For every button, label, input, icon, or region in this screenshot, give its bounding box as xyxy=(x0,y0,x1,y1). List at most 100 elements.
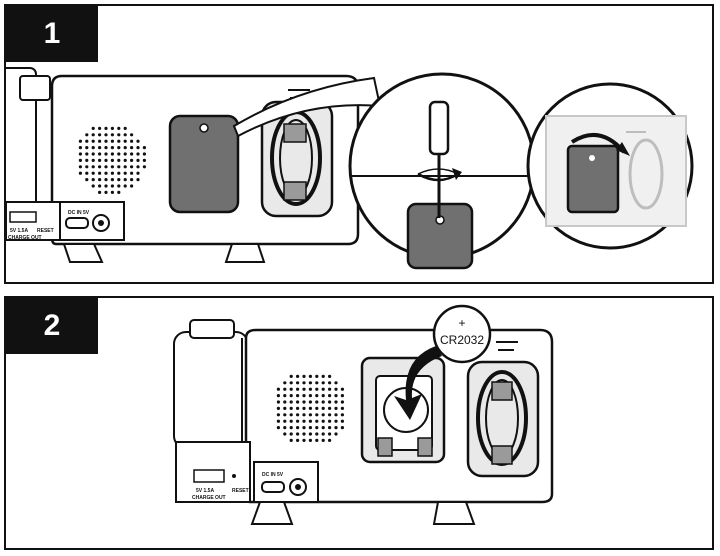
grille-hole xyxy=(296,419,300,423)
grille-hole xyxy=(123,139,127,143)
grille-hole xyxy=(91,178,95,182)
grille-hole xyxy=(315,413,319,417)
grille-hole xyxy=(117,178,121,182)
grille-hole xyxy=(98,139,102,143)
grille-hole xyxy=(315,438,319,442)
grille-hole xyxy=(117,171,121,175)
grille-hole xyxy=(110,146,114,150)
grille-hole xyxy=(302,387,306,391)
grille-hole xyxy=(289,374,293,378)
battery-type-label: CR2032 xyxy=(440,333,484,347)
port-area xyxy=(193,461,319,503)
grille-hole xyxy=(308,413,312,417)
grille-hole xyxy=(334,432,338,436)
grille-hole xyxy=(104,184,108,188)
grille-hole xyxy=(321,413,325,417)
zoom-cover-removed xyxy=(526,82,694,250)
grille-hole xyxy=(78,171,82,175)
grille-hole xyxy=(91,126,95,130)
grille-hole xyxy=(283,426,287,430)
grille-hole xyxy=(85,158,89,162)
grille-hole xyxy=(328,374,332,378)
grille-hole xyxy=(321,432,325,436)
grille-hole xyxy=(334,394,338,398)
step-2-illustration: + CR2032 DC IN 5V 5V 1.5A CHARGE OUT xyxy=(173,304,554,525)
grille-hole xyxy=(123,126,127,130)
grille-hole xyxy=(98,158,102,162)
grille-hole xyxy=(85,133,89,137)
grille-hole xyxy=(142,146,146,150)
grille-hole xyxy=(276,394,280,398)
grille-hole xyxy=(315,387,319,391)
grille-hole xyxy=(302,438,306,442)
grille-hole xyxy=(296,374,300,378)
coin-battery: + CR2032 xyxy=(432,304,492,364)
grille-hole xyxy=(334,413,338,417)
grille-hole xyxy=(321,419,325,423)
grille-hole xyxy=(130,152,134,156)
grille-hole xyxy=(142,152,146,156)
grille-hole xyxy=(98,190,102,194)
grille-hole xyxy=(110,126,114,130)
grille-hole xyxy=(340,400,344,404)
grille-hole xyxy=(289,419,293,423)
cover-screw xyxy=(199,123,209,133)
grille-hole xyxy=(117,139,121,143)
grille-hole xyxy=(91,184,95,188)
grille-hole xyxy=(98,165,102,169)
insert-arrow xyxy=(394,346,442,420)
grille-hole xyxy=(308,432,312,436)
grille-hole xyxy=(296,438,300,442)
grille-hole xyxy=(110,139,114,143)
power-port-label: 5V 1.5A xyxy=(10,228,28,234)
grille-hole xyxy=(334,419,338,423)
grille-hole xyxy=(136,158,140,162)
grille-hole xyxy=(308,387,312,391)
grille-hole xyxy=(110,133,114,137)
grille-hole xyxy=(302,374,306,378)
grille-hole xyxy=(130,139,134,143)
grille-hole xyxy=(302,381,306,385)
grille-hole xyxy=(302,413,306,417)
grille-hole xyxy=(302,419,306,423)
grille-hole xyxy=(302,406,306,410)
step-2-number: 2 xyxy=(6,298,98,354)
grille-hole xyxy=(315,426,319,430)
grille-hole xyxy=(321,374,325,378)
grille-hole xyxy=(130,146,134,150)
grille-hole xyxy=(98,146,102,150)
grille-hole xyxy=(104,133,108,137)
grille-hole xyxy=(117,146,121,150)
grille-hole xyxy=(98,152,102,156)
grille-hole xyxy=(283,432,287,436)
dc-in-label: DC IN 5V xyxy=(68,210,90,216)
grille-hole xyxy=(302,394,306,398)
grille-hole xyxy=(117,158,121,162)
grille-hole xyxy=(283,387,287,391)
grille-hole xyxy=(110,152,114,156)
grille-hole xyxy=(296,432,300,436)
grille-hole xyxy=(104,178,108,182)
grille-hole xyxy=(91,139,95,143)
grille-hole xyxy=(340,406,344,410)
grille-hole xyxy=(283,381,287,385)
grille-hole xyxy=(302,400,306,404)
speaker-grille xyxy=(276,374,344,442)
grille-hole xyxy=(315,406,319,410)
grille-hole xyxy=(315,381,319,385)
battery-compartment xyxy=(360,356,446,464)
device-feet xyxy=(250,501,476,525)
grille-hole xyxy=(315,374,319,378)
speaker-grille xyxy=(78,126,146,194)
grille-hole xyxy=(321,426,325,430)
grille-hole xyxy=(296,387,300,391)
grille-hole xyxy=(296,381,300,385)
charge-out-label: CHARGE OUT xyxy=(8,235,42,241)
grille-hole xyxy=(130,165,134,169)
grille-hole xyxy=(315,419,319,423)
grille-hole xyxy=(308,406,312,410)
grille-hole xyxy=(91,171,95,175)
grille-hole xyxy=(334,406,338,410)
grille-hole xyxy=(98,133,102,137)
grille-hole xyxy=(334,426,338,430)
